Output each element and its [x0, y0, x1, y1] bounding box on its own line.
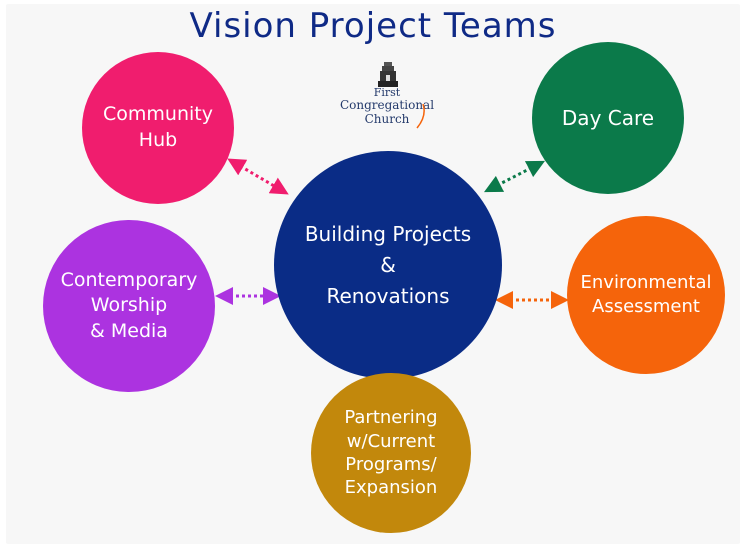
church-logo: First Congregational Church — [331, 62, 443, 132]
connector-community-center — [227, 158, 289, 195]
team-worship-label: Contemporary Worship & Media — [60, 268, 198, 342]
page-title: Vision Project Teams — [189, 6, 557, 46]
team-contemporary-worship: Contemporary Worship & Media — [43, 220, 215, 392]
team-environmental-label: Environmental Assessment — [580, 271, 712, 317]
center-building-projects: Building Projects & Renovations — [274, 151, 502, 379]
center-label: Building Projects & Renovations — [304, 221, 472, 308]
connector-daycare-center — [483, 160, 546, 193]
logo-line-first: First — [373, 86, 401, 99]
team-day-care: Day Care — [532, 42, 684, 194]
church-building-icon — [378, 62, 398, 87]
team-community-hub-label: Community Hub — [103, 103, 213, 151]
logo-line-congregational: Congregational — [339, 98, 435, 112]
team-environmental-assessment: Environmental Assessment — [567, 216, 725, 374]
team-partnering: Partnering w/Current Programs/ Expansion — [311, 373, 471, 533]
team-day-care-label: Day Care — [561, 105, 655, 130]
team-partnering-label: Partnering w/Current Programs/ Expansion — [344, 407, 438, 499]
logo-line-church: Church — [364, 112, 410, 126]
team-community-hub: Community Hub — [82, 52, 234, 204]
logo-swoosh — [416, 103, 425, 129]
